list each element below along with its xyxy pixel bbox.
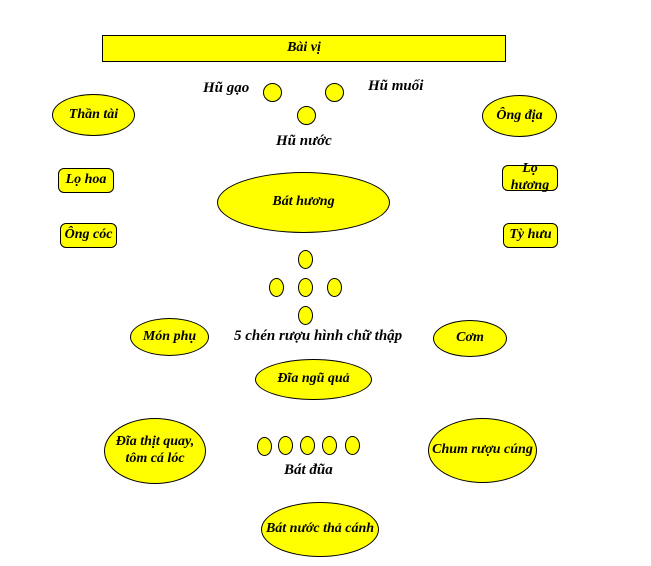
fruit-plate-ellipse: Đĩa ngũ quả — [255, 359, 372, 400]
wine-cup-left — [269, 278, 284, 297]
roast-pork-plate-ellipse: Đĩa thịt quay, tôm cá lóc — [104, 418, 206, 484]
earth-god-ellipse: Ông địa — [482, 95, 557, 137]
flower-water-bowl-ellipse: Bát nước thả cánh — [261, 502, 379, 557]
flower-vase-label: Lọ hoa — [65, 172, 107, 188]
side-dish-ellipse: Món phụ — [130, 318, 209, 356]
bowl-2 — [278, 436, 293, 455]
wine-cup-center — [298, 278, 313, 297]
ong-coc-label: Ông cóc — [64, 227, 113, 243]
altar-tablet-box: Bài vị — [102, 35, 506, 62]
side-dish-label: Món phụ — [142, 328, 197, 344]
flower-vase-box: Lọ hoa — [58, 168, 114, 193]
incense-vase-label: Lọ hương — [510, 161, 550, 193]
wine-cup-top — [298, 250, 313, 269]
rice-label: Cơm — [456, 330, 484, 346]
rice-jar-label: Hũ gạo — [203, 80, 250, 96]
bowl-5 — [345, 436, 360, 455]
flower-water-bowl-label: Bát nước thả cánh — [265, 521, 375, 537]
rice-ellipse: Cơm — [433, 320, 507, 357]
bowl-1 — [257, 437, 272, 456]
bowl-3 — [300, 436, 315, 455]
salt-jar-label: Hũ muối — [368, 78, 424, 94]
rice-jar-circle — [263, 83, 282, 102]
incense-bowl-label: Bát hương — [272, 194, 335, 210]
roast-pork-plate-line2: tôm cá lóc — [125, 451, 185, 466]
incense-bowl-ellipse: Bát hương — [217, 172, 390, 233]
bowls-chopsticks-label: Bát đũa — [284, 462, 333, 478]
water-jar-circle — [297, 106, 316, 125]
earth-god-label: Ông địa — [496, 107, 543, 123]
five-wine-cups-label: 5 chén rượu hình chữ thập — [234, 328, 403, 344]
wine-jar-ellipse: Chum rượu cúng — [428, 418, 537, 483]
god-of-wealth-label: Thần tài — [68, 106, 119, 122]
incense-vase-box: Lọ hương — [502, 161, 558, 193]
ty-huu-box: Tỳ hưu — [503, 223, 558, 248]
fruit-plate-label: Đĩa ngũ quả — [277, 371, 350, 387]
wine-cup-right — [327, 278, 342, 297]
wine-jar-label: Chum rượu cúng — [432, 442, 533, 458]
ty-huu-label: Tỳ hưu — [509, 227, 552, 243]
water-jar-label: Hũ nước — [276, 133, 332, 149]
ong-coc-box: Ông cóc — [60, 223, 117, 248]
altar-tablet-label: Bài vị — [287, 40, 321, 56]
salt-jar-circle — [325, 83, 344, 102]
roast-pork-plate-line1: Đĩa thịt quay, — [115, 434, 195, 450]
bowl-4 — [322, 436, 337, 455]
wine-cup-bottom — [298, 306, 313, 325]
god-of-wealth-ellipse: Thần tài — [52, 94, 135, 136]
